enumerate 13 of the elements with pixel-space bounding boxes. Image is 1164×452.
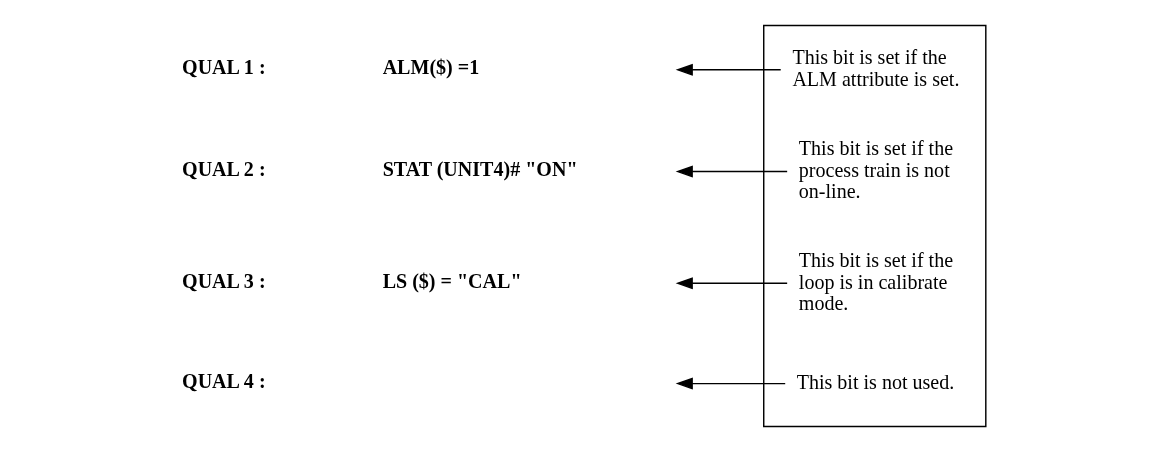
arrow [675,165,788,178]
arrow [675,277,788,290]
node-text: QUAL 3 : LS ($) = "CAL" [181,269,522,292]
node-text: QUAL 4 : [181,370,266,393]
arrow [675,377,786,390]
node-text: QUAL 2 : STAT (UNIT4)# "ON" [181,158,578,181]
node-text: This bit is set if the process train is not on-line. [798,137,953,203]
cluster [762,24,987,428]
node-text: This bit is set if the ALM attribute is set. [791,46,959,90]
node-text: QUAL 1 : ALM($) =1 [181,56,479,79]
node-text: This bit is set if the loop is in calibrate mode. [798,249,953,315]
arrow [675,63,781,76]
node-text: This bit is not used. [796,370,954,393]
